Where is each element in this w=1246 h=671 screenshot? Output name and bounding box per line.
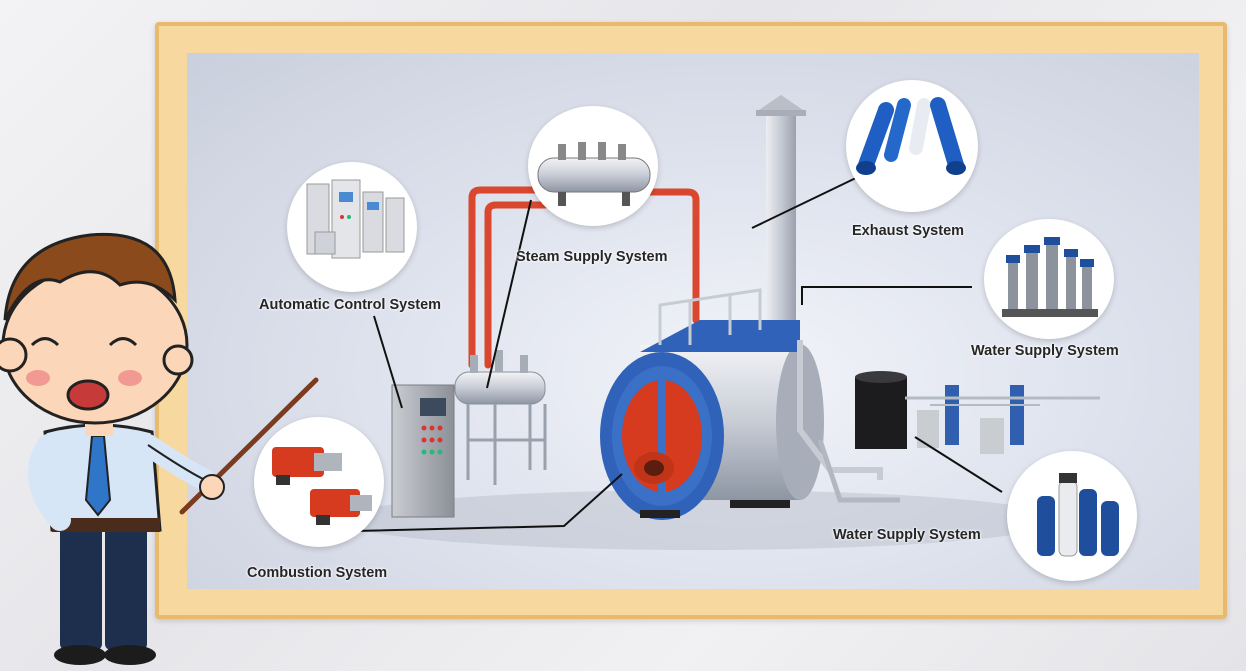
boiler-body xyxy=(600,288,824,520)
steam-pipes xyxy=(468,186,700,369)
steam-header-icon xyxy=(537,142,651,206)
teacher-cartoon-icon xyxy=(0,232,225,665)
leader-lines xyxy=(311,175,1003,533)
water-tanks-bubble xyxy=(1007,451,1137,581)
steam-header-stand xyxy=(454,350,547,485)
label-steam-supply-system: Steam Supply System xyxy=(516,249,668,265)
burner-icon xyxy=(272,447,372,525)
label-exhaust-system: Exhaust System xyxy=(852,223,965,239)
label-water-supply-system-top: Water Supply System xyxy=(971,343,1119,359)
label-water-supply-system-bottom: Water Supply System xyxy=(833,527,981,543)
exhaust-pipes-bubble xyxy=(846,80,978,212)
exhaust-pipes-icon xyxy=(856,97,966,175)
steam-header-bubble xyxy=(528,106,658,226)
pumps-bubble xyxy=(984,219,1114,339)
control-cabinets-icon xyxy=(306,179,405,259)
water-tank-group xyxy=(855,371,1100,454)
water-treatment-tanks-icon xyxy=(1037,473,1119,557)
water-pumps-icon xyxy=(1002,237,1098,317)
control-cabinets-bubble xyxy=(287,162,417,292)
label-automatic-control-system: Automatic Control System xyxy=(259,297,442,313)
label-combustion-system: Combustion System xyxy=(247,565,388,581)
burners-bubble xyxy=(254,417,384,547)
exhaust-stack xyxy=(756,95,806,342)
